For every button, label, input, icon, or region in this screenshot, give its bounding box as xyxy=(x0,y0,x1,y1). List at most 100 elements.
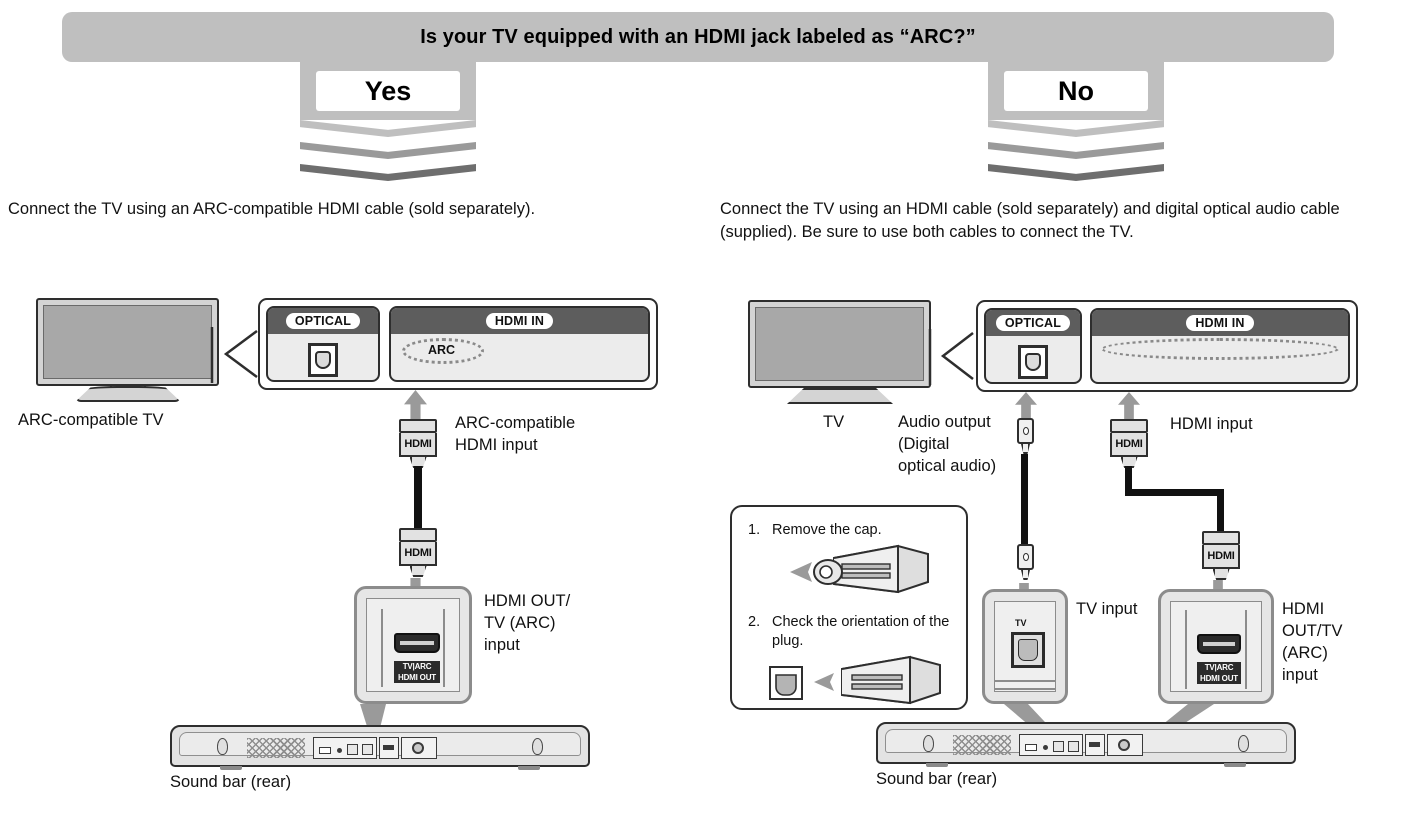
left-hdmi-label: HDMI IN xyxy=(485,313,554,329)
right-tv-panel-connector xyxy=(928,329,974,385)
step-1-number: 1. xyxy=(748,522,761,538)
right-port-label-line1: HDMI xyxy=(1282,600,1325,618)
right-hdmi-plug-bottom: HDMI xyxy=(1202,531,1240,583)
right-soundbar-usb xyxy=(1025,744,1037,751)
right-hdmi-plug-top: HDMI xyxy=(1110,419,1148,471)
right-tv-screen xyxy=(755,307,924,381)
left-soundbar-keyhole-1 xyxy=(217,738,228,755)
step-1-text: Remove the cap. xyxy=(772,522,882,538)
port-tag-line1: TV|ARC xyxy=(1197,662,1241,673)
right-port-label-line3: (ARC) xyxy=(1282,644,1328,662)
chevron-gap-1 xyxy=(988,137,1164,142)
right-tv-illustration xyxy=(748,300,931,388)
left-cable-label-top-line2: HDMI input xyxy=(455,436,538,454)
left-arc-tag: ARC xyxy=(428,343,456,357)
right-soundbar-foot-1 xyxy=(926,763,948,767)
right-hdmi-head: HDMI IN xyxy=(1092,310,1348,336)
left-port-label: HDMI OUT/ TV (ARC) input xyxy=(484,590,644,656)
right-tv-stand xyxy=(787,388,893,404)
answer-yes-head: Yes xyxy=(300,62,476,120)
right-soundbar-jack-small xyxy=(1043,745,1048,750)
left-optical-pane: OPTICAL xyxy=(266,306,380,382)
chevron-arrow-3 xyxy=(988,164,1164,181)
left-port-label-line2: TV (ARC) xyxy=(484,614,556,632)
right-connector-panel: OPTICAL HDMI IN xyxy=(976,300,1358,392)
answer-no-head: No xyxy=(988,62,1164,120)
left-tv-panel-connector xyxy=(210,327,258,383)
plug-head xyxy=(1110,419,1148,433)
right-hdmi-input-label: HDMI input xyxy=(1170,415,1253,433)
left-soundbar-foot-2 xyxy=(518,766,540,770)
right-soundbar-hdmi-port xyxy=(1089,742,1100,747)
closeup-rail-left xyxy=(381,609,383,687)
left-hdmi-head: HDMI IN xyxy=(391,308,648,334)
chevron-gap-1 xyxy=(300,137,476,142)
chevron-arrow-3 xyxy=(300,164,476,181)
chevron-arrow-2 xyxy=(300,142,476,159)
right-optical-plug-top xyxy=(1017,418,1034,456)
plug-head xyxy=(1202,531,1240,545)
instruction-step-1: 1. Remove the cap. xyxy=(748,521,950,540)
question-text: Is your TV equipped with an HDMI jack la… xyxy=(420,25,976,48)
right-optical-label-line3: optical audio) xyxy=(898,457,997,475)
right-soundbar-vent xyxy=(953,735,1011,755)
left-tv-screen xyxy=(43,305,212,379)
answer-no-block: No xyxy=(988,62,1164,181)
left-soundbar-vent xyxy=(247,738,305,758)
right-optical-head: OPTICAL xyxy=(986,310,1080,336)
closeup-rail-right xyxy=(1245,610,1247,689)
right-hdmi-label: HDMI IN xyxy=(1186,315,1254,331)
optical-plug-dot xyxy=(1022,553,1029,561)
right-hdmi-cable-seg1 xyxy=(1125,466,1132,493)
right-hdmi-out-closeup: TV|ARC HDMI OUT xyxy=(1158,589,1274,704)
closeup-line-2 xyxy=(994,688,1056,690)
plug-label: HDMI xyxy=(399,542,437,566)
left-optical-port xyxy=(308,343,338,377)
right-hdmi-pane: HDMI IN xyxy=(1090,308,1350,384)
left-soundbar-caption: Sound bar (rear) xyxy=(170,773,292,791)
port-tag-line1: TV|ARC xyxy=(394,661,440,672)
left-soundbar xyxy=(170,725,590,770)
plug-head xyxy=(399,419,437,433)
left-soundbar-foot-1 xyxy=(220,766,242,770)
right-closeup-optical-port xyxy=(1011,632,1045,668)
left-arc-highlight-ellipse xyxy=(402,338,484,364)
optical-plug-cap xyxy=(1017,544,1034,570)
left-hdmi-plug-bottom: HDMI xyxy=(399,528,437,580)
left-cable-label-top: ARC-compatible HDMI input xyxy=(455,412,635,456)
right-port-label-line2: OUT/TV xyxy=(1282,622,1343,640)
right-hdmi-cable-seg2 xyxy=(1125,489,1224,496)
left-soundbar-usb xyxy=(319,747,331,754)
right-tv-input-label: TV input xyxy=(1076,600,1138,618)
answer-no-label: No xyxy=(1004,71,1148,111)
right-hdmi-highlight-ellipse xyxy=(1101,338,1339,360)
chevron-arrow-1 xyxy=(300,120,476,137)
right-optical-label: Audio output (Digital optical audio) xyxy=(898,411,1023,477)
right-tv-input-tag: TV xyxy=(1015,618,1027,628)
left-hdmi-cable xyxy=(414,466,422,534)
right-soundbar-keyhole-1 xyxy=(923,735,934,752)
right-port-label-line4: input xyxy=(1282,666,1318,684)
right-optical-label-line1: Audio output xyxy=(898,413,991,431)
left-hdmi-plug-top: HDMI xyxy=(399,419,437,471)
optical-plug-dot xyxy=(1022,427,1029,435)
left-soundbar-jack-1 xyxy=(347,744,358,755)
plug-label: HDMI xyxy=(1110,433,1148,457)
left-port-label-line3: input xyxy=(484,636,520,654)
right-soundbar-jack-2 xyxy=(1068,741,1079,752)
right-optical-port xyxy=(1018,345,1048,379)
right-soundbar-jack-1 xyxy=(1053,741,1064,752)
left-hdmi-pane: HDMI IN ARC xyxy=(389,306,650,382)
right-instruction-text: Connect the TV using an HDMI cable (sold… xyxy=(720,200,1340,241)
right-soundbar-power-jack xyxy=(1118,739,1130,751)
left-soundbar-keyhole-2 xyxy=(532,738,543,755)
right-soundbar-foot-2 xyxy=(1224,763,1246,767)
closeup-rail-right xyxy=(443,609,445,687)
left-optical-head: OPTICAL xyxy=(268,308,378,334)
chevron-arrow-2 xyxy=(988,142,1164,159)
optical-plug-cap xyxy=(1017,418,1034,444)
answer-yes-label: Yes xyxy=(316,71,460,111)
left-optical-label: OPTICAL xyxy=(285,313,361,329)
closeup-line-1 xyxy=(994,680,1056,682)
